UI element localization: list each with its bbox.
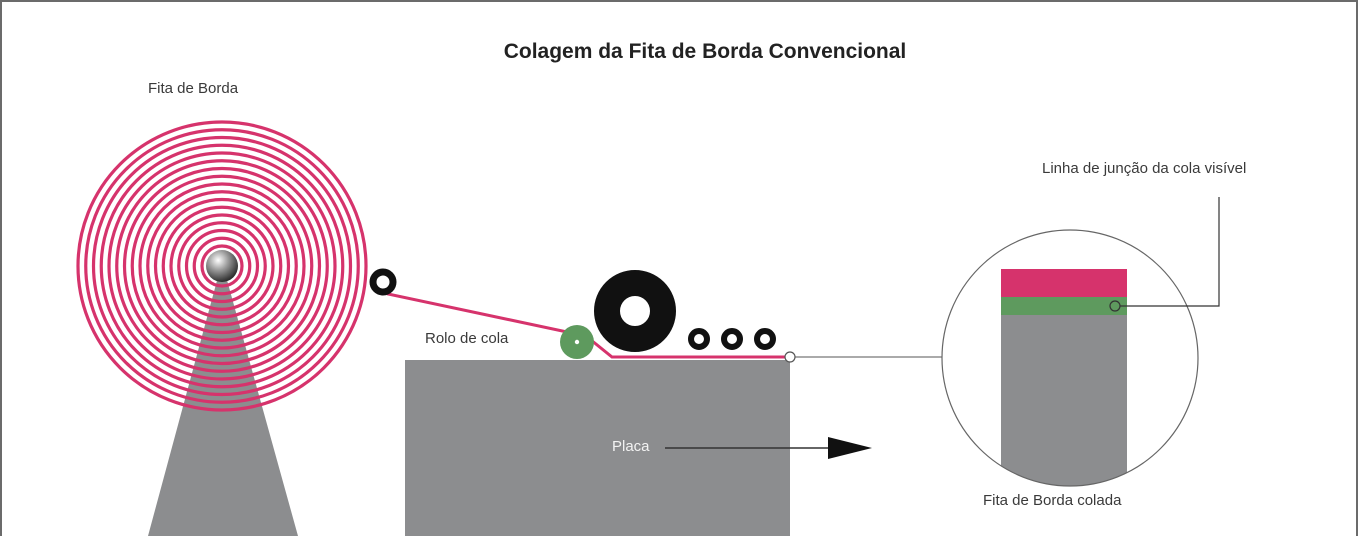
- mag-glue-layer: [1001, 297, 1127, 315]
- tape-coil-ring: [130, 174, 314, 358]
- mag-edge-tape: [1001, 269, 1127, 297]
- tape-coil-ring: [84, 128, 360, 404]
- tape-coil-ring: [107, 151, 337, 381]
- tape-coil-ring: [169, 213, 275, 319]
- board-arrow-head: [828, 437, 872, 459]
- tape-coil-ring: [153, 197, 291, 335]
- guide-roller: [369, 268, 397, 296]
- glue-roller-label: Rolo de cola: [425, 330, 509, 347]
- tape-coil-ring: [200, 244, 244, 288]
- glue-joint-label: Linha de junção da cola visível: [1042, 160, 1247, 177]
- tape-coil-ring: [138, 182, 306, 350]
- spool-stand: [148, 262, 298, 536]
- glue-joint-leader: [1120, 197, 1220, 307]
- small-roller-1: [688, 328, 710, 350]
- pressure-roller: [594, 270, 676, 352]
- magnified-detail: [1001, 269, 1127, 486]
- tape-coil-ring: [91, 135, 353, 397]
- mag-board: [1001, 314, 1127, 486]
- tape-coil-ring: [177, 221, 267, 311]
- small-roller-3: [754, 328, 776, 350]
- tape-coil-ring: [76, 120, 368, 412]
- tape-coil-ring: [184, 228, 260, 304]
- tape-coil-ring: [115, 159, 329, 373]
- tape-coil-ring: [122, 166, 322, 366]
- board-label: Placa: [612, 438, 650, 455]
- bonded-tape-label: Fita de Borda colada: [983, 492, 1122, 509]
- edge-tape-spool: [76, 120, 368, 412]
- small-roller-2: [721, 328, 743, 350]
- tape-coil-ring: [146, 190, 298, 342]
- detail-marker: [784, 351, 796, 363]
- spool-label: Fita de Borda: [148, 80, 239, 97]
- diagram-title: Colagem da Fita de Borda Convencional: [503, 40, 907, 63]
- tape-coil-ring: [192, 236, 252, 296]
- spool-hub: [206, 250, 238, 282]
- tape-coil-ring: [99, 143, 345, 389]
- glue-roller-center: [574, 339, 580, 345]
- magnifier-circle: [941, 229, 1199, 487]
- tape-coil-ring: [161, 205, 283, 327]
